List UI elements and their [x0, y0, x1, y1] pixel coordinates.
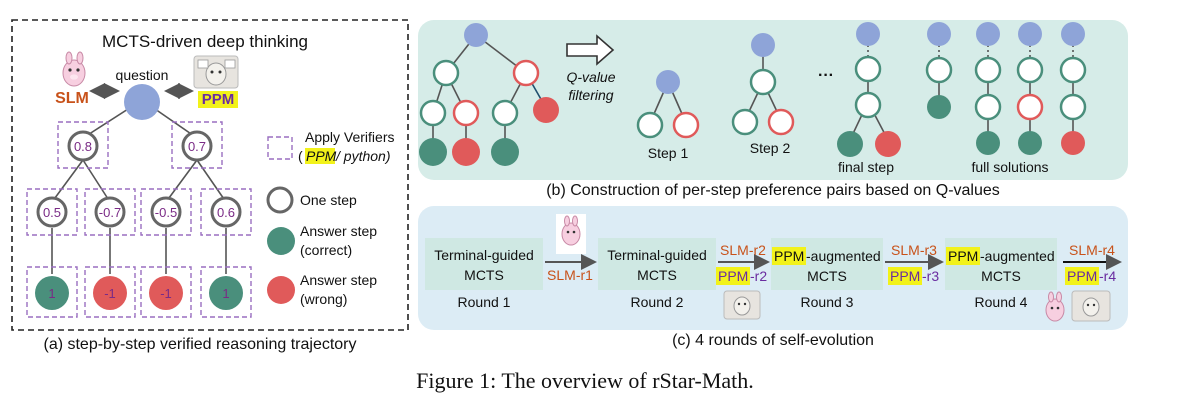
- tree-level-3: 1 -1 -1 1: [35, 276, 243, 310]
- round-box-2: [598, 238, 716, 290]
- step1-label: Step 1: [648, 145, 689, 161]
- legend-correct-line1: Answer step: [300, 223, 377, 239]
- full-solutions-label: full solutions: [971, 159, 1048, 175]
- node-value: -1: [104, 286, 116, 301]
- slm-label: SLM: [55, 90, 89, 107]
- round1-line2: MCTS: [464, 267, 504, 283]
- filter-label-1: Q-value: [566, 69, 615, 85]
- node-value: 0.6: [217, 205, 235, 220]
- verifier-boxes: [26, 121, 252, 318]
- panel-a-title: MCTS-driven deep thinking: [102, 32, 308, 51]
- arrow4-slm: SLM-r4: [1069, 242, 1115, 258]
- arrow3-ppm: PPM: [890, 268, 920, 284]
- round4-ppm-highlight: [946, 247, 980, 265]
- round4-line2: MCTS: [981, 268, 1021, 284]
- node-value: -0.7: [99, 205, 121, 220]
- panel-a-legend: Apply Verifiers ( PPM / python) One step…: [266, 129, 394, 307]
- filter-label-2: filtering: [568, 87, 613, 103]
- round-box-1: [425, 238, 543, 290]
- step2-label: Step 2: [750, 140, 791, 156]
- arrow4-ppm-highlight: [1065, 267, 1099, 285]
- round4-label: Round 4: [975, 294, 1028, 310]
- panel-b-main-tree-nodes: [419, 23, 559, 166]
- round3-ppm-highlight: [772, 247, 806, 265]
- legend-verifiers-open: (: [298, 148, 303, 164]
- round2-label: Round 2: [631, 294, 684, 310]
- final-step-label: final step: [838, 159, 894, 175]
- slm-alpaca-icon-small: [556, 214, 586, 254]
- panel-c-caption: (c) 4 rounds of self-evolution: [672, 332, 874, 349]
- round3-label: Round 3: [801, 294, 854, 310]
- tree-level-1: 0.8 0.7: [67, 130, 213, 162]
- legend-wrong-swatch: [267, 276, 295, 304]
- ppm-alpaca-icon: [193, 55, 239, 89]
- node-value: -0.5: [155, 205, 177, 220]
- figure-caption: Figure 1: The overview of rStar-Math.: [416, 368, 754, 393]
- round3-line1-rest: -augmented: [806, 248, 881, 264]
- final-step-tree: [837, 22, 901, 157]
- legend-correct-line2: (correct): [300, 242, 352, 258]
- legend-verifiers-line1: Apply Verifiers: [305, 129, 394, 145]
- panel-a-caption: (a) step-by-step verified reasoning traj…: [43, 336, 356, 353]
- node-value: 0.5: [43, 205, 61, 220]
- arrow3-ppm-highlight: [888, 267, 922, 285]
- panel-b-background: [418, 20, 1128, 180]
- arrow2-slm: SLM-r2: [720, 242, 766, 258]
- panel-b-caption: (b) Construction of per-step preference …: [546, 182, 1000, 199]
- ppm-alpaca-icon-round4: [1071, 290, 1111, 322]
- legend-one-step-swatch: [266, 186, 294, 214]
- arrow2-suffix: -r2: [750, 268, 767, 284]
- question-label: question: [116, 67, 169, 83]
- arrow2-ppm-highlight: [716, 267, 750, 285]
- arrow1-slm: SLM-r1: [547, 267, 593, 283]
- node-value: -1: [160, 286, 172, 301]
- arrow2-ppm: PPM: [718, 268, 748, 284]
- arrow3-suffix: -r3: [922, 268, 939, 284]
- arrow4-ppm: PPM: [1067, 268, 1097, 284]
- legend-verifiers-ppm: PPM: [306, 148, 337, 164]
- slm-alpaca-icon-round4: [1045, 291, 1065, 322]
- full-solutions-chains: [925, 22, 1087, 155]
- node-value: 0.8: [74, 139, 92, 154]
- round2-line2: MCTS: [637, 267, 677, 283]
- slm-alpaca-icon: [55, 51, 97, 89]
- round2-line1: Terminal-guided: [607, 247, 707, 263]
- step1-tree: [636, 70, 700, 139]
- round4-line1-rest: -augmented: [980, 248, 1055, 264]
- legend-ppm-highlight: [305, 148, 335, 164]
- arrow4-suffix: -r4: [1099, 268, 1116, 284]
- legend-one-step: One step: [300, 192, 357, 208]
- node-value: 0.7: [188, 139, 206, 154]
- step2-tree: [731, 33, 795, 136]
- tree-level-2: 0.5 -0.7 -0.5 0.6: [36, 196, 242, 228]
- round1-line1: Terminal-guided: [434, 247, 534, 263]
- arrow3-slm: SLM-r3: [891, 242, 937, 258]
- round4-ppm: PPM: [948, 248, 978, 264]
- round3-ppm: PPM: [774, 248, 804, 264]
- round1-label: Round 1: [458, 294, 511, 310]
- legend-wrong-line1: Answer step: [300, 272, 377, 288]
- filter-arrow-icon: [566, 34, 615, 66]
- legend-wrong-line2: (wrong): [300, 291, 347, 307]
- legend-verifier-swatch: [267, 136, 293, 160]
- round3-line2: MCTS: [807, 268, 847, 284]
- question-root-node: [124, 84, 160, 120]
- node-value: 1: [48, 286, 55, 301]
- node-value: 1: [222, 286, 229, 301]
- legend-verifiers-rest: / python): [335, 148, 390, 164]
- ppm-highlight: [198, 91, 238, 108]
- ppm-alpaca-icon-small: [723, 290, 761, 320]
- ellipsis: ···: [818, 67, 834, 84]
- legend-correct-swatch: [267, 227, 295, 255]
- ppm-label: PPM: [202, 91, 235, 108]
